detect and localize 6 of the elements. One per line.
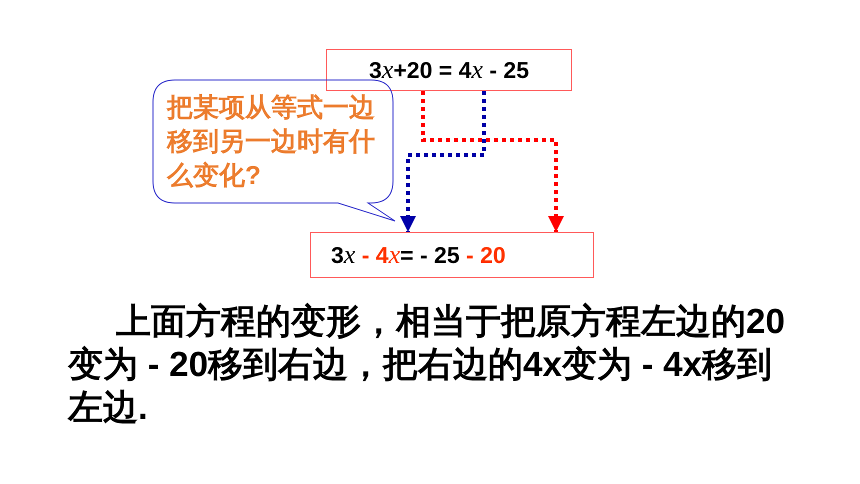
dotted-arrow [400,91,486,232]
equation-box: 3x+20 = 4x - 25 [326,49,572,91]
equation-box: 3x - 4x= - 25 - 20 [310,232,594,278]
speech-bubble: 把某项从等式一边移到另一边时有什么变化? [153,80,398,223]
explanation-text: 上面方程的变形，相当于把原方程左边的20变为 - 20移到右边，把右边的4x变为 - 4x移到左边. [68,301,786,429]
dotted-arrow [421,91,564,232]
